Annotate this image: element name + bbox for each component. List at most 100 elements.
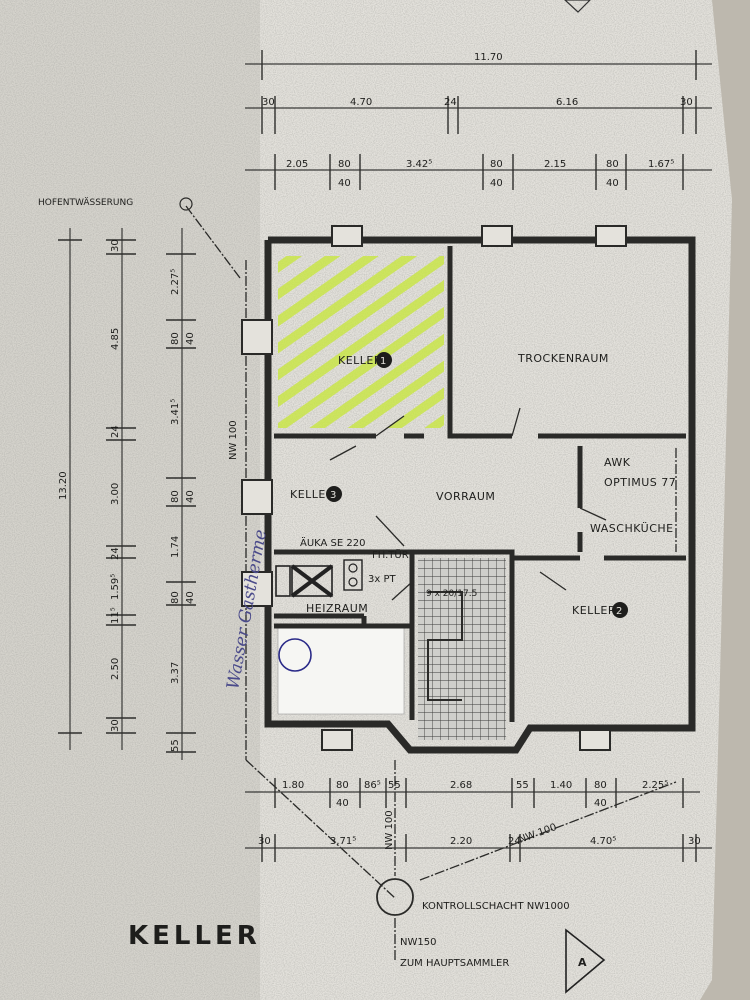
- dim-label: 80: [170, 591, 181, 604]
- dim-label: 80: [336, 780, 349, 791]
- window: [241, 571, 273, 607]
- dim-label: 86⁵: [364, 780, 381, 791]
- dim-label: 2.68: [450, 780, 472, 791]
- window: [331, 225, 363, 247]
- pt-label: 3x PT: [368, 574, 396, 585]
- heating-equipment: [275, 559, 363, 598]
- dim-label: 40: [185, 490, 196, 503]
- hofentwaesserung-label: HOFENTWÄSSERUNG: [38, 197, 133, 208]
- room-number: 1: [380, 356, 386, 367]
- dim-label: 30: [110, 719, 121, 732]
- gully-symbol: [179, 197, 193, 211]
- dim-label: 24: [508, 836, 521, 847]
- dim-label: 4.70: [350, 97, 372, 108]
- dim-label: 6.16: [556, 97, 578, 108]
- room-keller2-label: KELLER: [572, 604, 616, 617]
- dim-label: 11⁵: [110, 607, 121, 624]
- keller1-highlight: [278, 256, 444, 428]
- room-labels: KELLER 1 TROCKENRAUM VORRAUM KELLER 3 KE…: [290, 352, 674, 618]
- dim-label: 1.67⁵: [648, 159, 674, 170]
- room-vorraum-label: VORRAUM: [436, 490, 495, 503]
- dim-label: 2.27⁵: [170, 269, 181, 295]
- dim-label: 55: [516, 780, 529, 791]
- room-number-badge: [376, 352, 392, 368]
- window: [481, 225, 513, 247]
- room-number-badge: [612, 602, 628, 618]
- window: [241, 479, 273, 515]
- optimus-label: OPTIMUS 77: [604, 476, 676, 489]
- stairs-label: 9 x 20/17.5: [426, 589, 477, 599]
- dim-total-width: 11.70: [474, 52, 503, 63]
- room-heizraum-label: HEIZRAUM: [306, 602, 368, 615]
- dim-label: 30: [262, 97, 275, 108]
- dim-label: 2.15: [544, 159, 566, 170]
- drawing-title: KELLER: [128, 921, 261, 951]
- boiler-box: [291, 565, 333, 597]
- room-keller3-label: KELLER: [290, 488, 334, 501]
- kontrollschacht-label: KONTROLLSCHACHT NW1000: [422, 901, 570, 912]
- windows: [241, 225, 627, 751]
- room-keller1-label: KELLER: [338, 354, 382, 367]
- room-number: 3: [330, 490, 336, 501]
- table-surface: [700, 0, 750, 1000]
- control-manhole: [376, 878, 414, 916]
- tank-box: [343, 559, 363, 591]
- section-arrow-top: [564, 0, 591, 13]
- dim-label: 55: [388, 780, 401, 791]
- dim-label: 4.85: [110, 328, 121, 350]
- dim-label: 30: [258, 836, 271, 847]
- room-number-badge: [326, 486, 342, 502]
- pump-box: [275, 565, 291, 597]
- dim-label: 3.42⁵: [406, 159, 432, 170]
- awk-label: AWK: [604, 456, 631, 469]
- dim-label: 80: [594, 780, 607, 791]
- dim-label: 1.74: [170, 536, 181, 558]
- room-waschkueche-label: WASCHKÜCHE: [590, 522, 674, 535]
- door-swings: [329, 407, 607, 601]
- dim-label: 2.20: [450, 836, 472, 847]
- dim-label: 2.25⁵: [642, 780, 668, 791]
- nw150-label: NW150: [400, 937, 436, 948]
- window: [595, 225, 627, 247]
- dim-label: 40: [336, 798, 349, 809]
- bottom-dimension-chain: 1.80 80 86⁵ 55 2.68 55 1.40 80 2.25⁵ 40 …: [245, 778, 712, 862]
- stair-run: [427, 591, 463, 701]
- room-trockenraum-label: TROCKENRAUM: [517, 352, 609, 365]
- dim-label: 2.50: [110, 658, 121, 680]
- dim-label: 30: [110, 239, 121, 252]
- dim-label: 80: [170, 332, 181, 345]
- dim-label: 40: [490, 178, 503, 189]
- dim-label: 4.70⁵: [590, 836, 616, 847]
- top-dimension-chain: 11.70 30 4.70 24 6.16 30 2.05 80 3.42⁵ 8…: [245, 50, 712, 190]
- dim-label: 80: [490, 159, 503, 170]
- dim-label: 80: [606, 159, 619, 170]
- dim-label: 1.80: [282, 780, 304, 791]
- nw100-bottom-label: NW 100: [384, 810, 395, 850]
- dim-label: 30: [680, 97, 693, 108]
- outer-walls: [264, 236, 696, 754]
- window: [321, 729, 353, 751]
- dim-label: 80: [170, 490, 181, 503]
- hauptsammler-label: ZUM HAUPTSAMMLER: [400, 958, 509, 969]
- fhtuer-label: FH.TÜR: [372, 548, 409, 561]
- left-dimension-chain: 13.20 30 4.85 24 3.00 24 1.59⁵ 11⁵ 2.50 …: [58, 228, 196, 760]
- dim-label: 2.05: [286, 159, 308, 170]
- dim-label: 40: [338, 178, 351, 189]
- dim-label: 1.59⁵: [110, 574, 121, 600]
- dim-label: 40: [606, 178, 619, 189]
- dim-label: 24: [110, 547, 121, 560]
- nw100-vertical-label: NW 100: [228, 420, 239, 460]
- dim-label: 3.37: [170, 662, 181, 684]
- dim-label: 40: [594, 798, 607, 809]
- dim-label: 55: [170, 739, 181, 752]
- window: [241, 319, 273, 355]
- stair-tiles: [418, 558, 506, 740]
- auka-label: ÄUKA SE 220: [300, 536, 366, 549]
- dim-label: 3.00: [110, 483, 121, 505]
- dim-label: 3.71⁵: [330, 836, 356, 847]
- dim-label: 24: [444, 97, 457, 108]
- section-marker-a: A: [565, 928, 606, 994]
- dim-label: 24: [110, 425, 121, 438]
